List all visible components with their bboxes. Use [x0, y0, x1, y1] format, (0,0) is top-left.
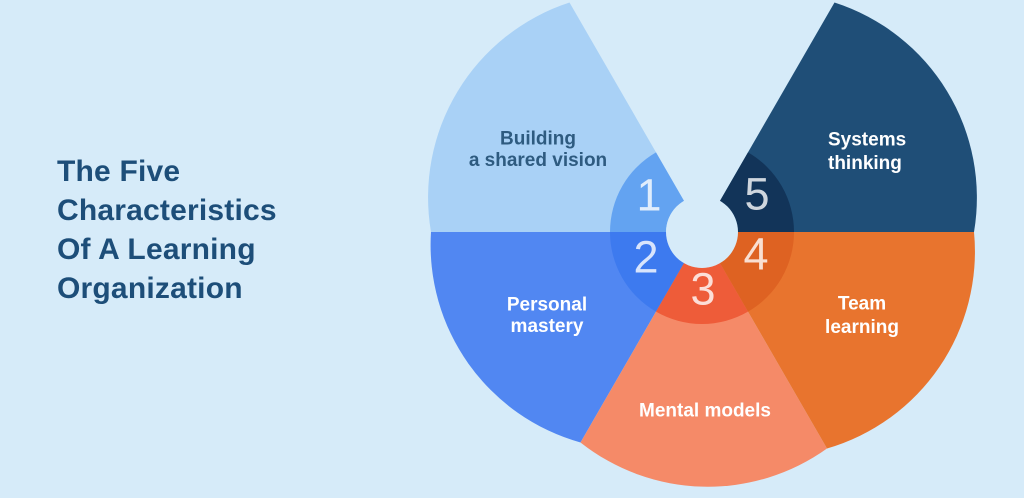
segment-4-badge: [720, 232, 794, 312]
segment-4-label-line-2: learning: [825, 317, 899, 338]
segment-2-label-line-1: Personal: [507, 295, 587, 316]
segment-3-wedge: [580, 232, 827, 487]
wheel-center-hole: [666, 196, 738, 268]
segment-1-label-line-1: Building: [500, 129, 576, 150]
segment-2-badge: [610, 232, 684, 312]
page-title-line-3: Of A Learning: [57, 233, 256, 266]
page-title-line-2: Characteristics: [57, 194, 277, 227]
segment-5-label-line-2: thinking: [828, 153, 902, 174]
page-title-line-4: Organization: [57, 272, 243, 305]
page-title-line-1: The Five: [57, 155, 181, 188]
page-title: The Five Characteristics Of A Learning O…: [57, 152, 277, 308]
segment-1-label-line-2: a shared vision: [469, 150, 607, 171]
segment-3-label-line-1: Mental models: [639, 401, 771, 422]
segment-3-number: 3: [690, 264, 715, 315]
segment-1-number: 1: [636, 170, 661, 221]
segment-5-number: 5: [744, 169, 769, 220]
segment-2-label-line-2: mastery: [511, 316, 584, 337]
segment-5-badge: [720, 152, 794, 232]
segment-4-label-line-1: Team: [838, 294, 886, 315]
segment-1-badge: [610, 152, 684, 232]
segment-5-label-line-1: Systems: [828, 130, 906, 151]
segment-4-number: 4: [743, 229, 768, 280]
segment-2-number: 2: [633, 232, 658, 283]
segment-3-badge: [656, 263, 748, 324]
